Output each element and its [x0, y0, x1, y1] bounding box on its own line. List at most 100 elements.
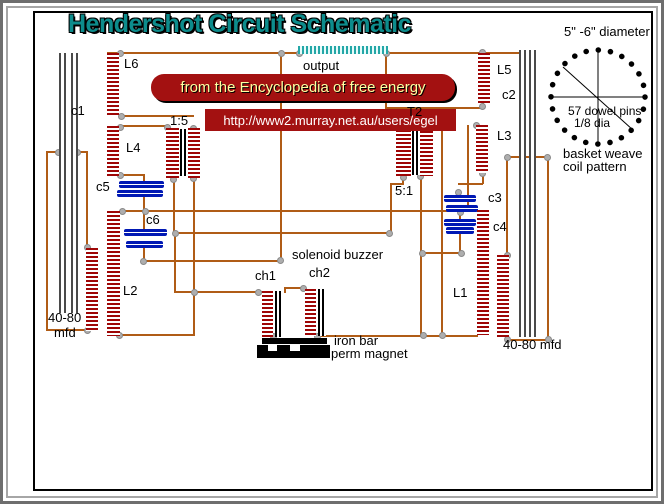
coil-L6 — [107, 53, 119, 115]
label-l4: L4 — [126, 140, 141, 155]
wire-segment — [507, 339, 549, 341]
label-output: output — [303, 58, 340, 73]
capacitor-c6-plate-bottom — [126, 241, 163, 248]
wire-segment — [390, 183, 392, 233]
wire-segment — [385, 107, 483, 109]
label-c3: c3 — [488, 190, 502, 205]
choke-ch2-core — [318, 289, 326, 336]
label-c4: c4 — [493, 219, 507, 234]
wire-segment — [284, 287, 286, 293]
capacitor-c4-plate-bottom — [446, 227, 474, 234]
wire-segment — [284, 287, 304, 289]
transformer-1-5-core — [180, 129, 188, 176]
wire-segment — [193, 177, 195, 293]
label-dowel-pins: 57 dowel pins — [568, 104, 642, 118]
label-c6: c6 — [146, 212, 160, 227]
coil-L1-right-winding — [497, 255, 509, 337]
wire-segment — [143, 246, 145, 261]
label-solenoid-buzzer: solenoid buzzer — [292, 247, 384, 262]
coil-L4 — [107, 126, 119, 176]
wire-segment — [482, 171, 484, 184]
label-l5: L5 — [497, 62, 512, 77]
encyclopedia-banner-text: from the Encyclopedia of free energy — [180, 79, 426, 96]
wire-segment — [441, 119, 443, 335]
junction-dot — [277, 257, 284, 264]
choke-ch2-coil — [305, 289, 316, 336]
capacitor-c3-plate-top — [444, 195, 476, 202]
capacitor-c2-plate-right — [529, 50, 536, 337]
wire-segment — [467, 125, 469, 212]
transformer-t2-primary-coil — [396, 122, 411, 176]
junction-dot — [278, 50, 285, 57]
output-coil — [298, 46, 388, 54]
url-text: http://www2.murray.net.au/users/egel — [223, 112, 438, 128]
label-pin-diameter: 1/8 dia — [574, 116, 611, 130]
magnet-notch — [268, 345, 277, 351]
wire-segment — [506, 157, 508, 256]
transformer-1-5-primary-coil — [166, 128, 179, 178]
wire-segment — [173, 179, 175, 233]
capacitor-c4-plate-top — [444, 219, 476, 226]
capacitor-c2-plate-left — [519, 50, 526, 337]
capacitor-c3-plate-bottom — [446, 205, 478, 212]
label-l6: L6 — [124, 56, 139, 71]
junction-dot — [419, 250, 426, 257]
label-t2: T2 — [407, 104, 423, 119]
junction-dot — [544, 154, 551, 161]
label-c1: c1 — [71, 103, 85, 118]
transformer-t2-secondary-coil — [420, 123, 433, 176]
junction-dot — [140, 258, 147, 265]
label-coil-pattern: coil pattern — [563, 159, 627, 174]
label-ch1: ch1 — [255, 268, 276, 283]
coil-L2-right-winding — [107, 211, 120, 336]
wire-segment — [86, 151, 88, 248]
label-basket-weave: basket weave — [563, 146, 643, 161]
wire-segment — [459, 233, 461, 253]
junction-dot — [118, 113, 125, 120]
magnet-notch — [290, 345, 300, 351]
coil-L5 — [478, 53, 490, 103]
iron-bar — [262, 338, 327, 344]
junction-dot — [142, 208, 149, 215]
wire-segment — [174, 232, 176, 292]
junction-dot — [439, 332, 446, 339]
capacitor-c5-plate-top — [119, 181, 164, 188]
junction-dot — [191, 289, 198, 296]
wire-segment — [122, 210, 468, 212]
transformer-1-5-secondary-coil — [188, 128, 200, 178]
wire-segment — [120, 174, 145, 176]
wire-segment — [317, 335, 478, 337]
wire-segment — [143, 175, 145, 182]
choke-ch1-coil — [262, 291, 273, 337]
encyclopedia-banner: from the Encyclopedia of free energy — [151, 74, 455, 101]
wire-segment — [75, 151, 88, 153]
wire-segment — [46, 329, 88, 331]
capacitor-c5-plate-bottom — [117, 190, 163, 197]
wire-segment — [121, 115, 194, 117]
wire-segment — [119, 334, 195, 336]
wire-segment — [46, 151, 60, 153]
junction-dot — [172, 230, 179, 237]
label-perm-magnet: perm magnet — [331, 346, 408, 361]
coil-diameter-diagonal — [562, 66, 634, 131]
label-ratio-5-1: 5:1 — [395, 183, 414, 198]
label-cap-right: 40-80 mfd — [503, 337, 562, 352]
label-c2: c2 — [502, 87, 516, 102]
junction-dot — [458, 250, 465, 257]
coil-L2-left-winding — [86, 248, 98, 331]
capacitor-c1-plate-right — [71, 53, 78, 313]
choke-ch1-core — [275, 291, 283, 337]
capacitor-c6-plate-top — [124, 229, 167, 236]
junction-dot — [255, 289, 262, 296]
basket-weave-coil-diagram — [548, 47, 648, 147]
wire-segment — [143, 260, 281, 262]
schematic-border — [33, 11, 653, 491]
coil-L1-left-winding — [477, 210, 489, 335]
label-l1: L1 — [453, 285, 468, 300]
dowel-pin-ring — [548, 47, 648, 147]
junction-dot — [300, 285, 307, 292]
junction-dot — [504, 154, 511, 161]
url-banner: http://www2.murray.net.au/users/egel — [205, 109, 456, 131]
wire-segment — [391, 183, 404, 185]
